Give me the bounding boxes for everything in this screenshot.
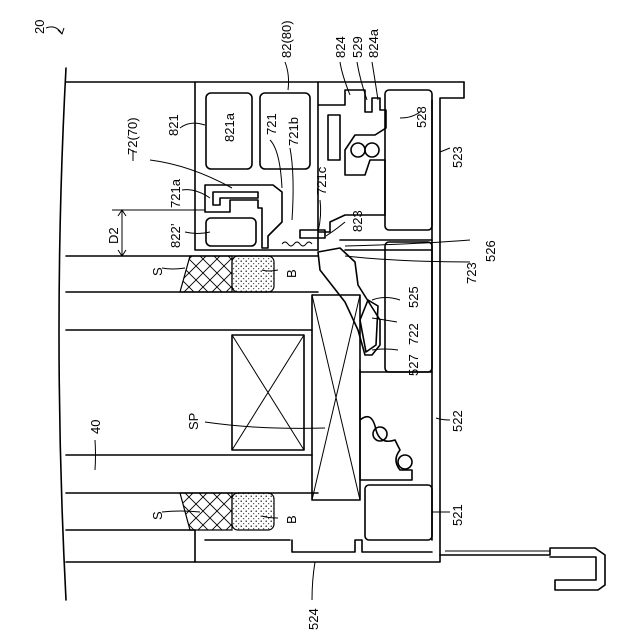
leader-s-top	[162, 268, 185, 269]
label-523: 523	[450, 146, 465, 168]
leader-522	[436, 418, 450, 420]
label-721: 721	[264, 113, 279, 135]
leader-72	[150, 160, 232, 188]
leader-823	[326, 222, 345, 236]
label-722: 722	[406, 323, 421, 345]
label-721b: 721b	[286, 117, 301, 146]
label-525: 525	[406, 286, 421, 308]
leader-721	[270, 140, 282, 188]
label-s-bottom: S	[150, 511, 165, 520]
leader-721b	[290, 148, 293, 220]
leader-40	[95, 440, 96, 470]
label-524: 524	[306, 608, 321, 630]
leader-20	[46, 27, 64, 34]
bump-top-b	[365, 143, 379, 157]
leader-s-bottom	[162, 511, 200, 512]
spacer-sp-cross	[232, 335, 304, 450]
label-823: 823	[350, 210, 365, 232]
leader-sp	[205, 422, 325, 428]
leader-523	[440, 148, 450, 152]
label-821a: 821a	[222, 112, 237, 142]
label-d2: D2	[106, 227, 121, 244]
leader-82	[285, 62, 289, 90]
label-521: 521	[450, 504, 465, 526]
hollow-822p	[206, 218, 256, 246]
label-822p: 822’	[168, 223, 183, 248]
leader-821	[180, 123, 205, 128]
label-529: 529	[350, 36, 365, 58]
bump-top-a	[351, 143, 365, 157]
label-526: 526	[483, 240, 498, 262]
leader-824a	[372, 62, 378, 100]
label-522: 522	[450, 410, 465, 432]
wall-edge	[59, 68, 66, 600]
backup-b-bottom	[232, 493, 274, 530]
profile-721a	[213, 192, 258, 205]
label-723: 723	[464, 262, 479, 284]
hollow-521	[365, 485, 432, 540]
sash-box-cross	[312, 295, 360, 500]
hook-right	[440, 548, 605, 590]
sealant-s-top	[180, 256, 232, 292]
label-824: 824	[333, 36, 348, 58]
label-821: 821	[166, 114, 181, 136]
profile-72	[205, 185, 282, 248]
backup-b-top	[232, 256, 274, 292]
joint-wave	[282, 242, 312, 246]
leader-529	[357, 62, 367, 100]
label-721c: 721c	[314, 166, 329, 195]
profile-824-inner	[328, 115, 340, 160]
bump-522-b	[398, 455, 412, 469]
label-527: 527	[406, 354, 421, 376]
leader-525	[372, 298, 400, 301]
label-72-70: 72(70)	[125, 117, 140, 155]
label-528: 528	[414, 106, 429, 128]
label-82-80: 82(80)	[279, 20, 294, 58]
label-b-top: B	[284, 269, 299, 278]
label-b-bottom: B	[284, 515, 299, 524]
leader-723	[345, 256, 470, 262]
bottom-frame-524	[195, 530, 440, 562]
label-sp: SP	[186, 413, 201, 430]
leader-526	[345, 240, 470, 246]
label-s-top: S	[150, 267, 165, 276]
label-40: 40	[88, 420, 103, 434]
label-20: 20	[32, 20, 47, 34]
leader-524	[312, 562, 315, 600]
chamber-522	[360, 370, 432, 480]
label-824a: 824a	[366, 28, 381, 58]
label-721a: 721a	[168, 178, 183, 208]
